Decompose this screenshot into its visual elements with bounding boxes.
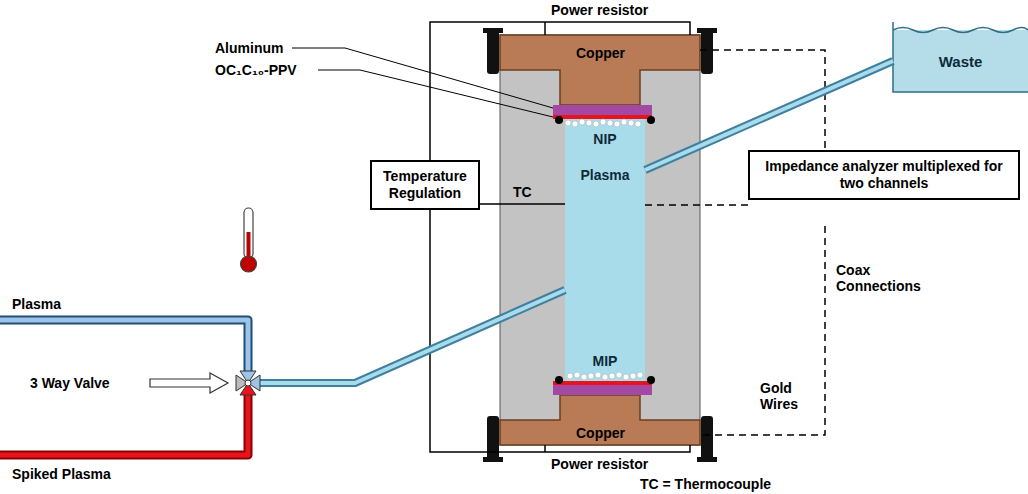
flow-label: Spiked Plasma xyxy=(12,466,111,482)
copper-block xyxy=(500,35,700,105)
clamp-bolts xyxy=(483,28,717,462)
analyzer-box: Impedance analyzer multiplexed for two c… xyxy=(748,150,1020,200)
part-label: Aluminum xyxy=(215,40,283,56)
o-ring xyxy=(555,376,563,384)
part-label: Gold Wires xyxy=(760,380,815,412)
part-label: Copper xyxy=(576,45,625,61)
polymer-layer xyxy=(553,381,652,385)
power-wires xyxy=(430,22,690,452)
part-label: Power resistor xyxy=(551,2,648,18)
o-ring xyxy=(647,116,655,124)
region-label: MIP xyxy=(565,353,645,369)
waste-container: Waste xyxy=(893,30,1028,92)
coax-wires xyxy=(645,50,825,435)
region-label: Plasma xyxy=(565,167,645,183)
inlet-tubes xyxy=(0,290,565,455)
plasma-liquid xyxy=(565,119,645,381)
three-way-valve xyxy=(236,371,260,395)
part-label: Coax Connections xyxy=(836,262,936,294)
o-ring xyxy=(555,116,563,124)
part-label: Power resistor xyxy=(551,456,648,472)
control-box: Temperature Regulation xyxy=(370,160,480,210)
box-label: Temperature Regulation xyxy=(380,168,470,202)
imprint-particles xyxy=(565,119,643,380)
part-label: Copper xyxy=(576,425,625,441)
waste-tank xyxy=(893,22,1028,92)
box-label: Waste xyxy=(939,53,983,70)
pointer-arrow xyxy=(150,373,228,393)
part-label: 3 Way Valve xyxy=(30,375,110,391)
edge-label: TC xyxy=(511,184,534,200)
part-label: OC₁C₁₀-PPV xyxy=(215,62,297,78)
cell-housing xyxy=(500,35,700,445)
leader-lines xyxy=(292,48,553,117)
copper-block xyxy=(500,395,700,445)
box-label: Impedance analyzer multiplexed for two c… xyxy=(758,158,1010,192)
thermometer xyxy=(241,208,257,272)
polymer-layer xyxy=(553,115,652,119)
region-label: NIP xyxy=(565,131,645,147)
aluminum-layer xyxy=(553,385,652,395)
thermocouple-wire xyxy=(480,204,565,205)
note-label: TC = Thermocouple xyxy=(640,476,771,492)
flow-label: Plasma xyxy=(12,296,61,312)
o-ring xyxy=(647,376,655,384)
flow-chamber: NIP PlasmaMIP xyxy=(565,119,645,381)
aluminum-layer xyxy=(553,105,652,115)
